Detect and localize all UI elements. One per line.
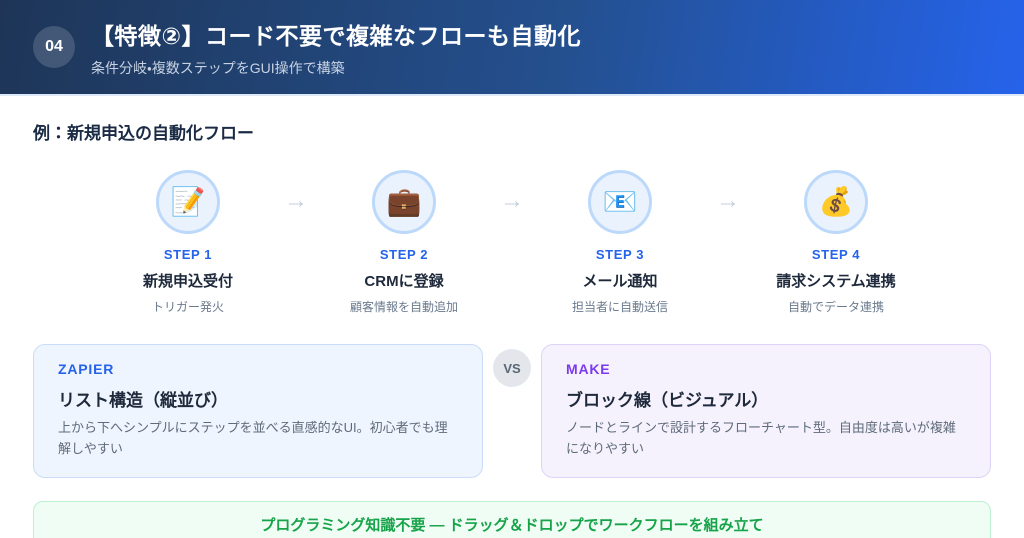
arrow-right-icon: → [500,187,524,214]
step-title: 請求システム連携 [776,273,896,290]
email-icon: 📧 [588,170,652,234]
step-title: 新規申込受付 [142,273,233,290]
step-description: 担当者に自動送信 [571,300,668,314]
step-label: STEP 1 [163,247,213,262]
header-text: 【特徴②】コード不要で複雑なフローも自動化 条件分岐・複数ステップをGUI操作で… [91,17,581,78]
slide-number-badge: 04 [33,26,75,68]
page-subtitle: 条件分岐・複数ステップをGUI操作で構築 [91,59,345,76]
memo-icon-glyph: 📝 [170,186,206,217]
make-brand-label: MAKE [566,361,611,377]
flow-heading: 例：新規申込の自動化フロー [33,124,254,143]
page-title: 【特徴②】コード不要で複雑なフローも自動化 [91,22,581,49]
step-label: STEP 4 [811,247,861,262]
step-description: 自動でデータ連携 [787,300,884,314]
memo-icon: 📝 [156,170,220,234]
step-description: トリガー発火 [151,300,224,314]
make-card: MAKE ブロック線（ビジュアル） ノードとラインで設計するフローチャート型。自… [541,344,991,478]
zapier-card: ZAPIER リスト構造（縦並び） 上から下へシンプルにステップを並べる直感的な… [33,344,483,478]
briefcase-icon: 💼 [372,170,436,234]
arrow-right-icon: → [716,187,740,214]
email-icon-glyph: 📧 [602,186,638,217]
comparison-row: ZAPIER リスト構造（縦並び） 上から下へシンプルにステップを並べる直感的な… [33,344,991,478]
money-bag-icon-glyph: 💰 [818,186,854,217]
step-card-3: 📧 STEP 3 メール通知 担当者に自動送信 [530,170,710,315]
main-content: 例：新規申込の自動化フロー 📝 STEP 1 新規申込受付 トリガー発火 → 💼… [0,119,1024,538]
step-card-1: 📝 STEP 1 新規申込受付 トリガー発火 [98,170,278,315]
bottom-banner-text: プログラミング知識不要 — ドラッグ＆ドロップでワークフローを組み立て [260,516,764,534]
zapier-brand-label: ZAPIER [58,361,115,377]
money-bag-icon: 💰 [804,170,868,234]
step-card-2: 💼 STEP 2 CRMに登録 顧客情報を自動追加 [314,170,494,315]
step-description: 顧客情報を自動追加 [349,300,458,314]
briefcase-icon-glyph: 💼 [386,186,422,217]
arrow-right-icon: → [284,187,308,214]
bottom-banner: プログラミング知識不要 — ドラッグ＆ドロップでワークフローを組み立て [33,500,991,538]
step-label: STEP 2 [379,247,429,262]
step-card-4: 💰 STEP 4 請求システム連携 自動でデータ連携 [746,170,926,315]
make-card-description: ノードとラインで設計するフローチャート型。自由度は高いが複雑になりやすい [566,420,956,456]
vs-badge: VS [493,349,531,387]
zapier-card-title: リスト構造（縦並び） [58,391,228,410]
make-card-title: ブロック線（ビジュアル） [566,391,769,410]
step-title: メール通知 [582,273,658,290]
zapier-card-description: 上から下へシンプルにステップを並べる直感的なUI。初心者でも理解しやすい [58,420,448,456]
slide-header: 04 【特徴②】コード不要で複雑なフローも自動化 条件分岐・複数ステップをGUI… [0,0,1024,96]
step-label: STEP 3 [595,247,645,262]
step-title: CRMに登録 [364,273,444,290]
steps-row: 📝 STEP 1 新規申込受付 トリガー発火 → 💼 STEP 2 CRMに登録… [33,170,991,315]
